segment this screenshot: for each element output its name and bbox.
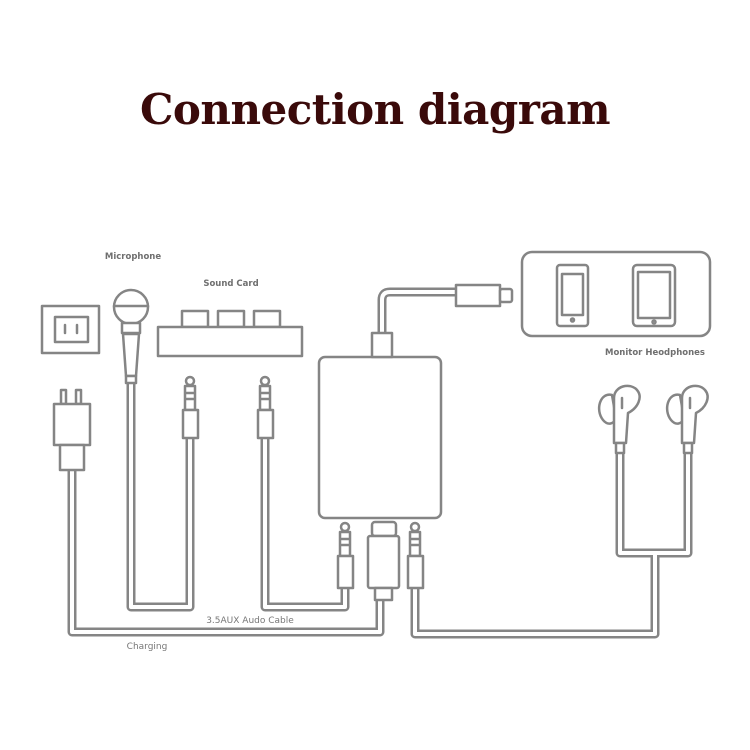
- diagram-title: Connection diagram: [139, 85, 611, 134]
- aux-cable: [260, 438, 350, 612]
- hub-headphone-jack-icon: [406, 521, 425, 590]
- earbud-right-icon: [665, 384, 709, 455]
- hub-lightning-charging-connector-icon: [366, 520, 401, 602]
- aux-jack-right-icon: [256, 375, 275, 440]
- label-aux-cable: 3.5AUX Audo Cable: [206, 616, 294, 626]
- label-monitor-headphones: Monitor Heodphones: [605, 348, 705, 358]
- top-lightning-cable: [377, 287, 456, 333]
- tablet-icon: [631, 263, 677, 328]
- devices-panel: [520, 250, 712, 338]
- charging-cable: [67, 470, 385, 637]
- sound-card-icon: [156, 309, 304, 358]
- microphone-icon: [112, 288, 150, 385]
- hub-aux-in-jack-icon: [336, 521, 355, 590]
- label-charging: Charging: [126, 642, 168, 652]
- wall-outlet-icon: [40, 304, 101, 355]
- charger-plug-icon: [52, 388, 92, 472]
- label-microphone: Microphone: [104, 252, 162, 262]
- hub-lightning-connector-icon: [454, 283, 514, 308]
- adapter-hub-icon: [317, 331, 443, 520]
- headphone-cable: [410, 450, 693, 639]
- smartphone-icon: [555, 263, 590, 328]
- label-sound-card: Sound Card: [203, 279, 259, 289]
- earbud-left-icon: [597, 384, 641, 455]
- aux-jack-left-icon: [181, 375, 200, 440]
- microphone-cable: [126, 378, 195, 612]
